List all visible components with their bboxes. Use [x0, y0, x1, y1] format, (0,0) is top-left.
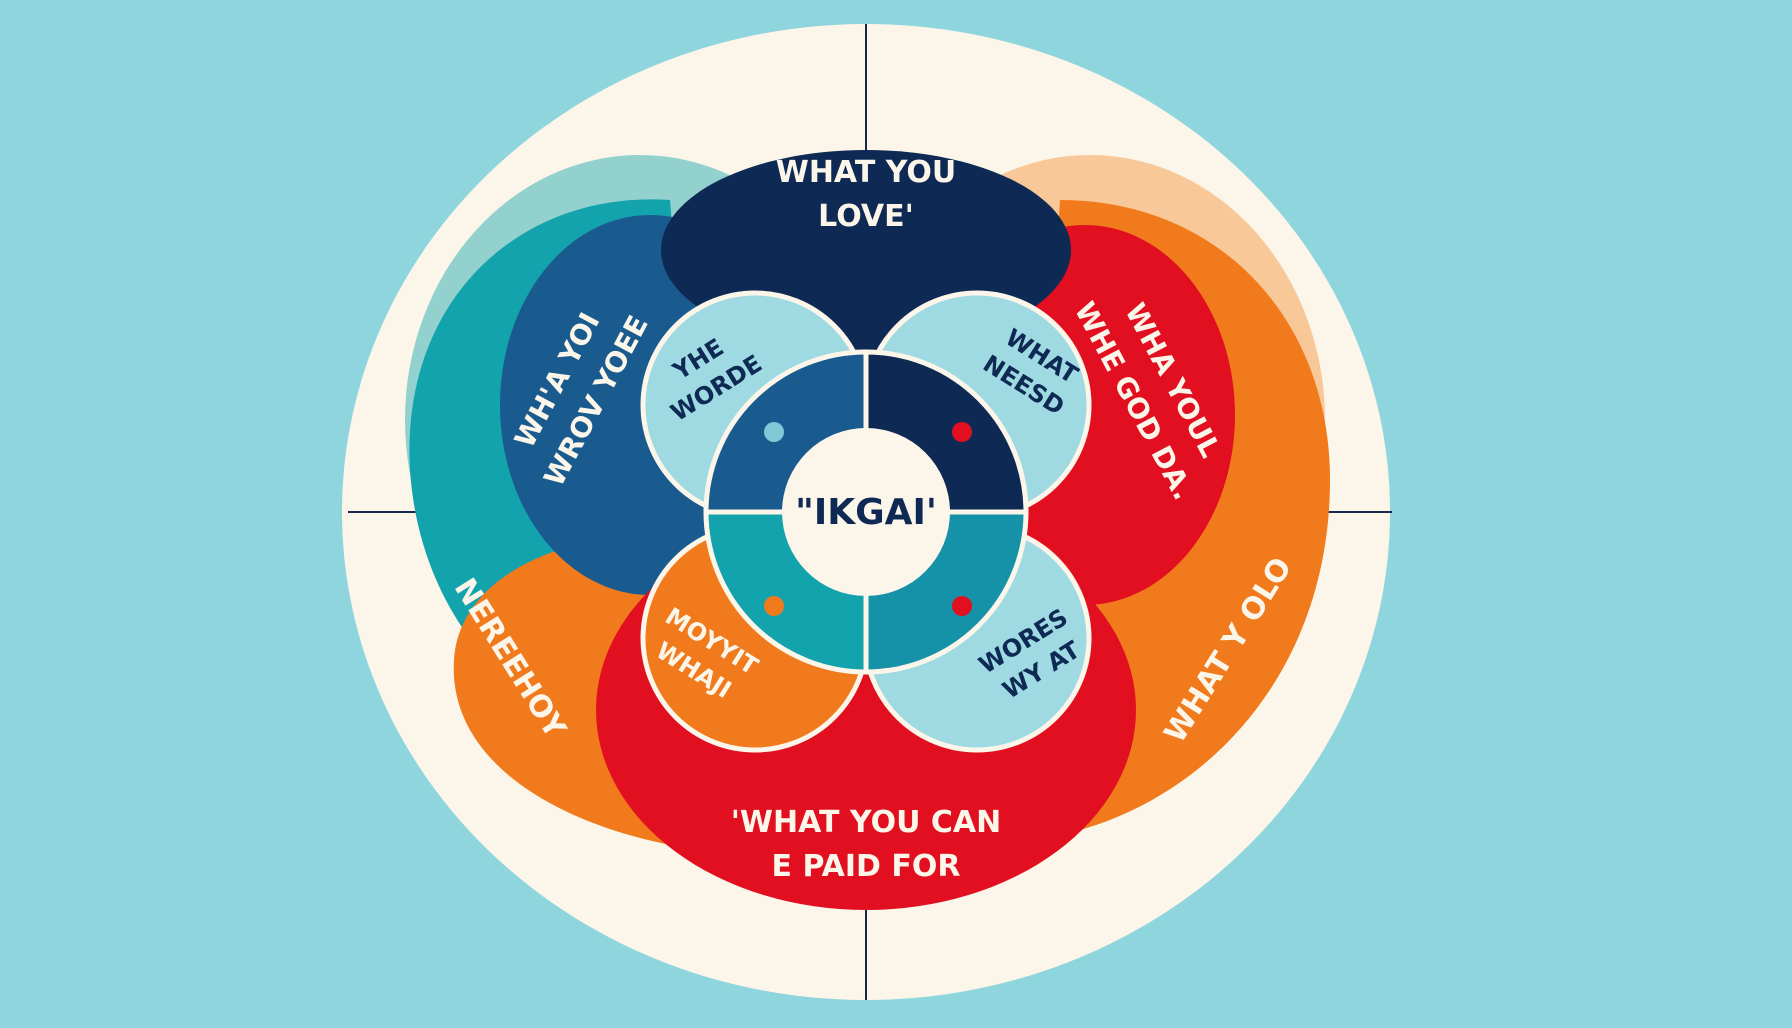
dot-tr: [952, 422, 972, 442]
label-paid-for-line2: E PAID FOR: [772, 849, 961, 884]
center-label: "IKGAI': [795, 492, 937, 533]
center-circle: [782, 428, 950, 596]
dot-tl: [764, 422, 784, 442]
dot-bl: [764, 596, 784, 616]
label-what-you-love-line1: WHAT YOU: [776, 155, 957, 190]
label-paid-for-line1: 'WHAT YOU CAN: [731, 805, 1001, 840]
label-what-you-love-line2: LOVE': [818, 199, 914, 234]
dot-br: [952, 596, 972, 616]
